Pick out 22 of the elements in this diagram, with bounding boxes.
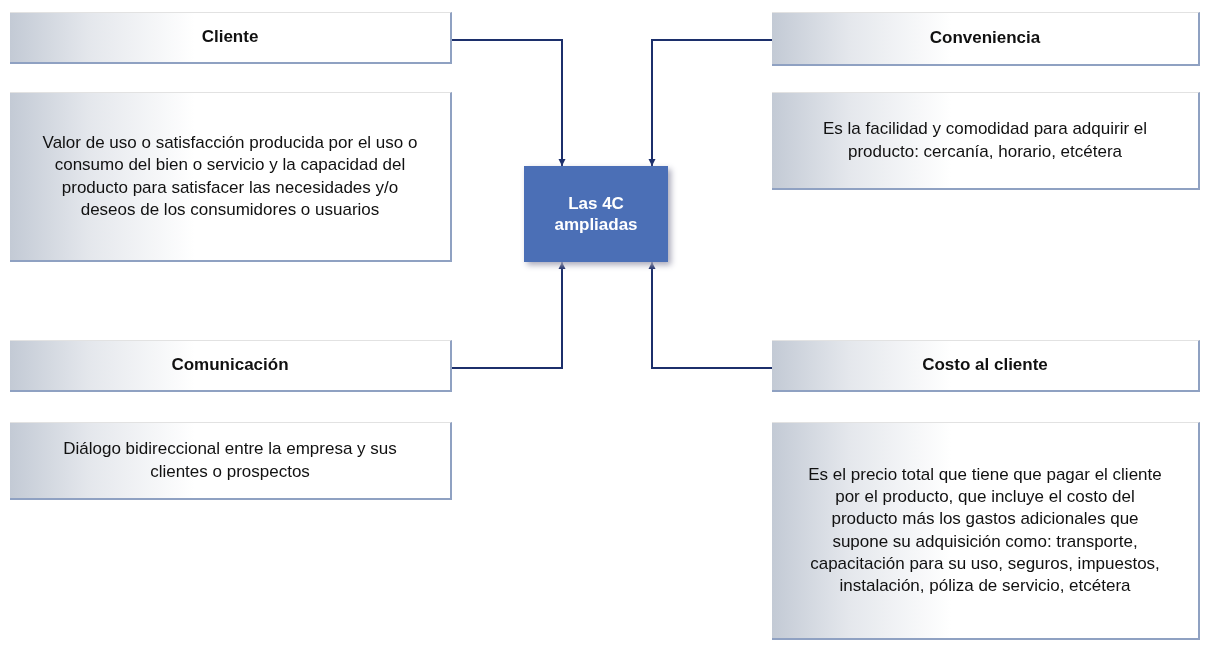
arrow: [648, 39, 773, 167]
description-text: Es la facilidad y comodidad para adquirir el producto: cercanía, horario, etcétera: [821, 118, 1149, 163]
description-box: [10, 92, 452, 262]
description-text: Valor de uso o satisfacción producida por el uso o consumo del bien o servicio y la capacidad del producto para satisfacer las necesidades y/o deseos de los consumidores o usuarios: [41, 132, 419, 221]
heading-box: [772, 340, 1200, 392]
description-text: Diálogo bidireccional entre la empresa y sus clientes o prospectos: [62, 438, 398, 483]
description-box: [772, 422, 1200, 640]
heading-box: [10, 12, 452, 64]
center-box: [524, 166, 668, 262]
description-box: [10, 422, 452, 500]
heading-text: Costo al cliente: [922, 354, 1048, 377]
arrow: [451, 39, 566, 167]
description-box: [772, 92, 1200, 190]
heading-text: Cliente: [201, 26, 259, 49]
heading-box: [10, 340, 452, 392]
description-text: Es el precio total que tiene que pagar el cliente por el producto, que incluye el costo del producto más los gastos adicionales que supone su adquisición como: transporte, capacitación para su uso, seguros, impuestos, instalación, póliza de servicio, etcétera: [807, 464, 1163, 597]
arrow: [451, 261, 566, 369]
heading-text: Comunicación: [171, 354, 289, 377]
arrow: [648, 261, 773, 369]
title-text: Las 4C ampliadas: [553, 192, 639, 236]
heading-box: [772, 12, 1200, 66]
heading-text: Conveniencia: [929, 27, 1041, 50]
